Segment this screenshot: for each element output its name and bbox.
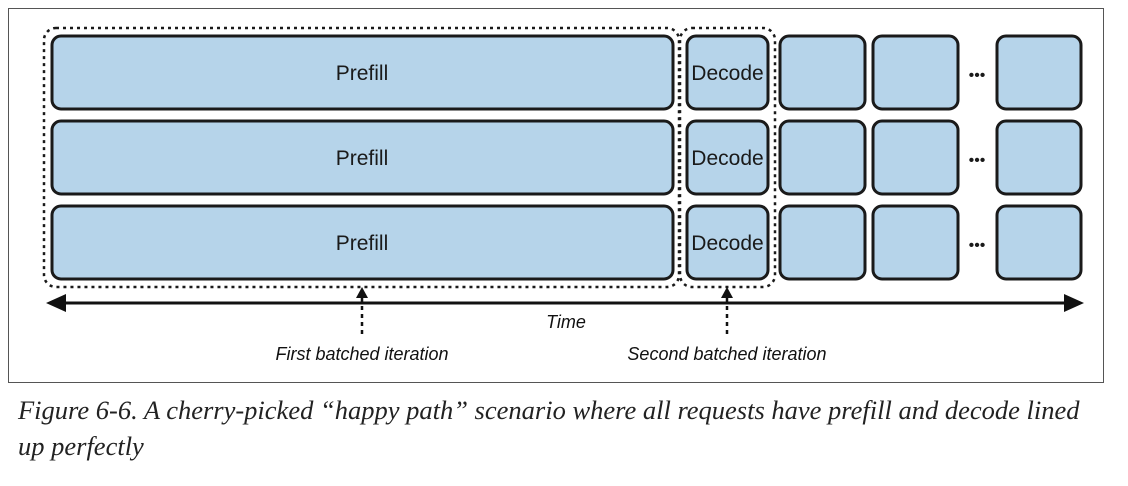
prefill-label: Prefill: [336, 147, 389, 170]
ellipsis: •••: [969, 237, 986, 254]
prefill-box: [50, 204, 675, 281]
decode-label: Decode: [691, 147, 763, 170]
time-label: Time: [546, 312, 586, 332]
prefill-label: Prefill: [336, 232, 389, 255]
decode-step-box: [778, 204, 867, 281]
first-iteration-arrowhead: [356, 287, 368, 298]
second-iteration-group: [678, 26, 777, 289]
prefill-label: Prefill: [336, 62, 389, 85]
decode-step-box: [995, 34, 1083, 111]
decode-step-box: [871, 34, 960, 111]
decode-step-box: [778, 34, 867, 111]
first-iteration-label: First batched iteration: [275, 344, 448, 364]
decode-step-box: [995, 119, 1083, 196]
time-axis-right-arrowhead: [1064, 294, 1084, 312]
request-row: Prefill Decode •••: [50, 34, 1083, 111]
decode-box: [685, 34, 770, 111]
decode-label: Decode: [691, 62, 763, 85]
time-axis-left-arrowhead: [46, 294, 66, 312]
figure-frame: [8, 8, 1104, 383]
ellipsis: •••: [969, 152, 986, 169]
decode-step-box: [871, 119, 960, 196]
batching-diagram: Prefill Decode ••• Prefill Decode ••• Pr…: [42, 26, 1084, 364]
second-iteration-pointer: Second batched iteration: [627, 287, 827, 364]
second-iteration-label: Second batched iteration: [627, 344, 826, 364]
decode-label: Decode: [691, 232, 763, 255]
first-iteration-pointer: First batched iteration: [275, 287, 449, 364]
decode-step-box: [778, 119, 867, 196]
time-axis: Time: [46, 294, 1084, 332]
request-row: Prefill Decode •••: [50, 119, 1083, 196]
decode-step-box: [871, 204, 960, 281]
figure-caption: Figure 6-6. A cherry-picked “happy path”…: [18, 395, 1080, 461]
ellipsis: •••: [969, 67, 986, 84]
decode-step-box: [995, 204, 1083, 281]
request-row: Prefill Decode •••: [50, 204, 1083, 281]
prefill-box: [50, 119, 675, 196]
second-iteration-arrowhead: [721, 287, 733, 298]
prefill-box: [50, 34, 675, 111]
decode-box: [685, 204, 770, 281]
decode-box: [685, 119, 770, 196]
